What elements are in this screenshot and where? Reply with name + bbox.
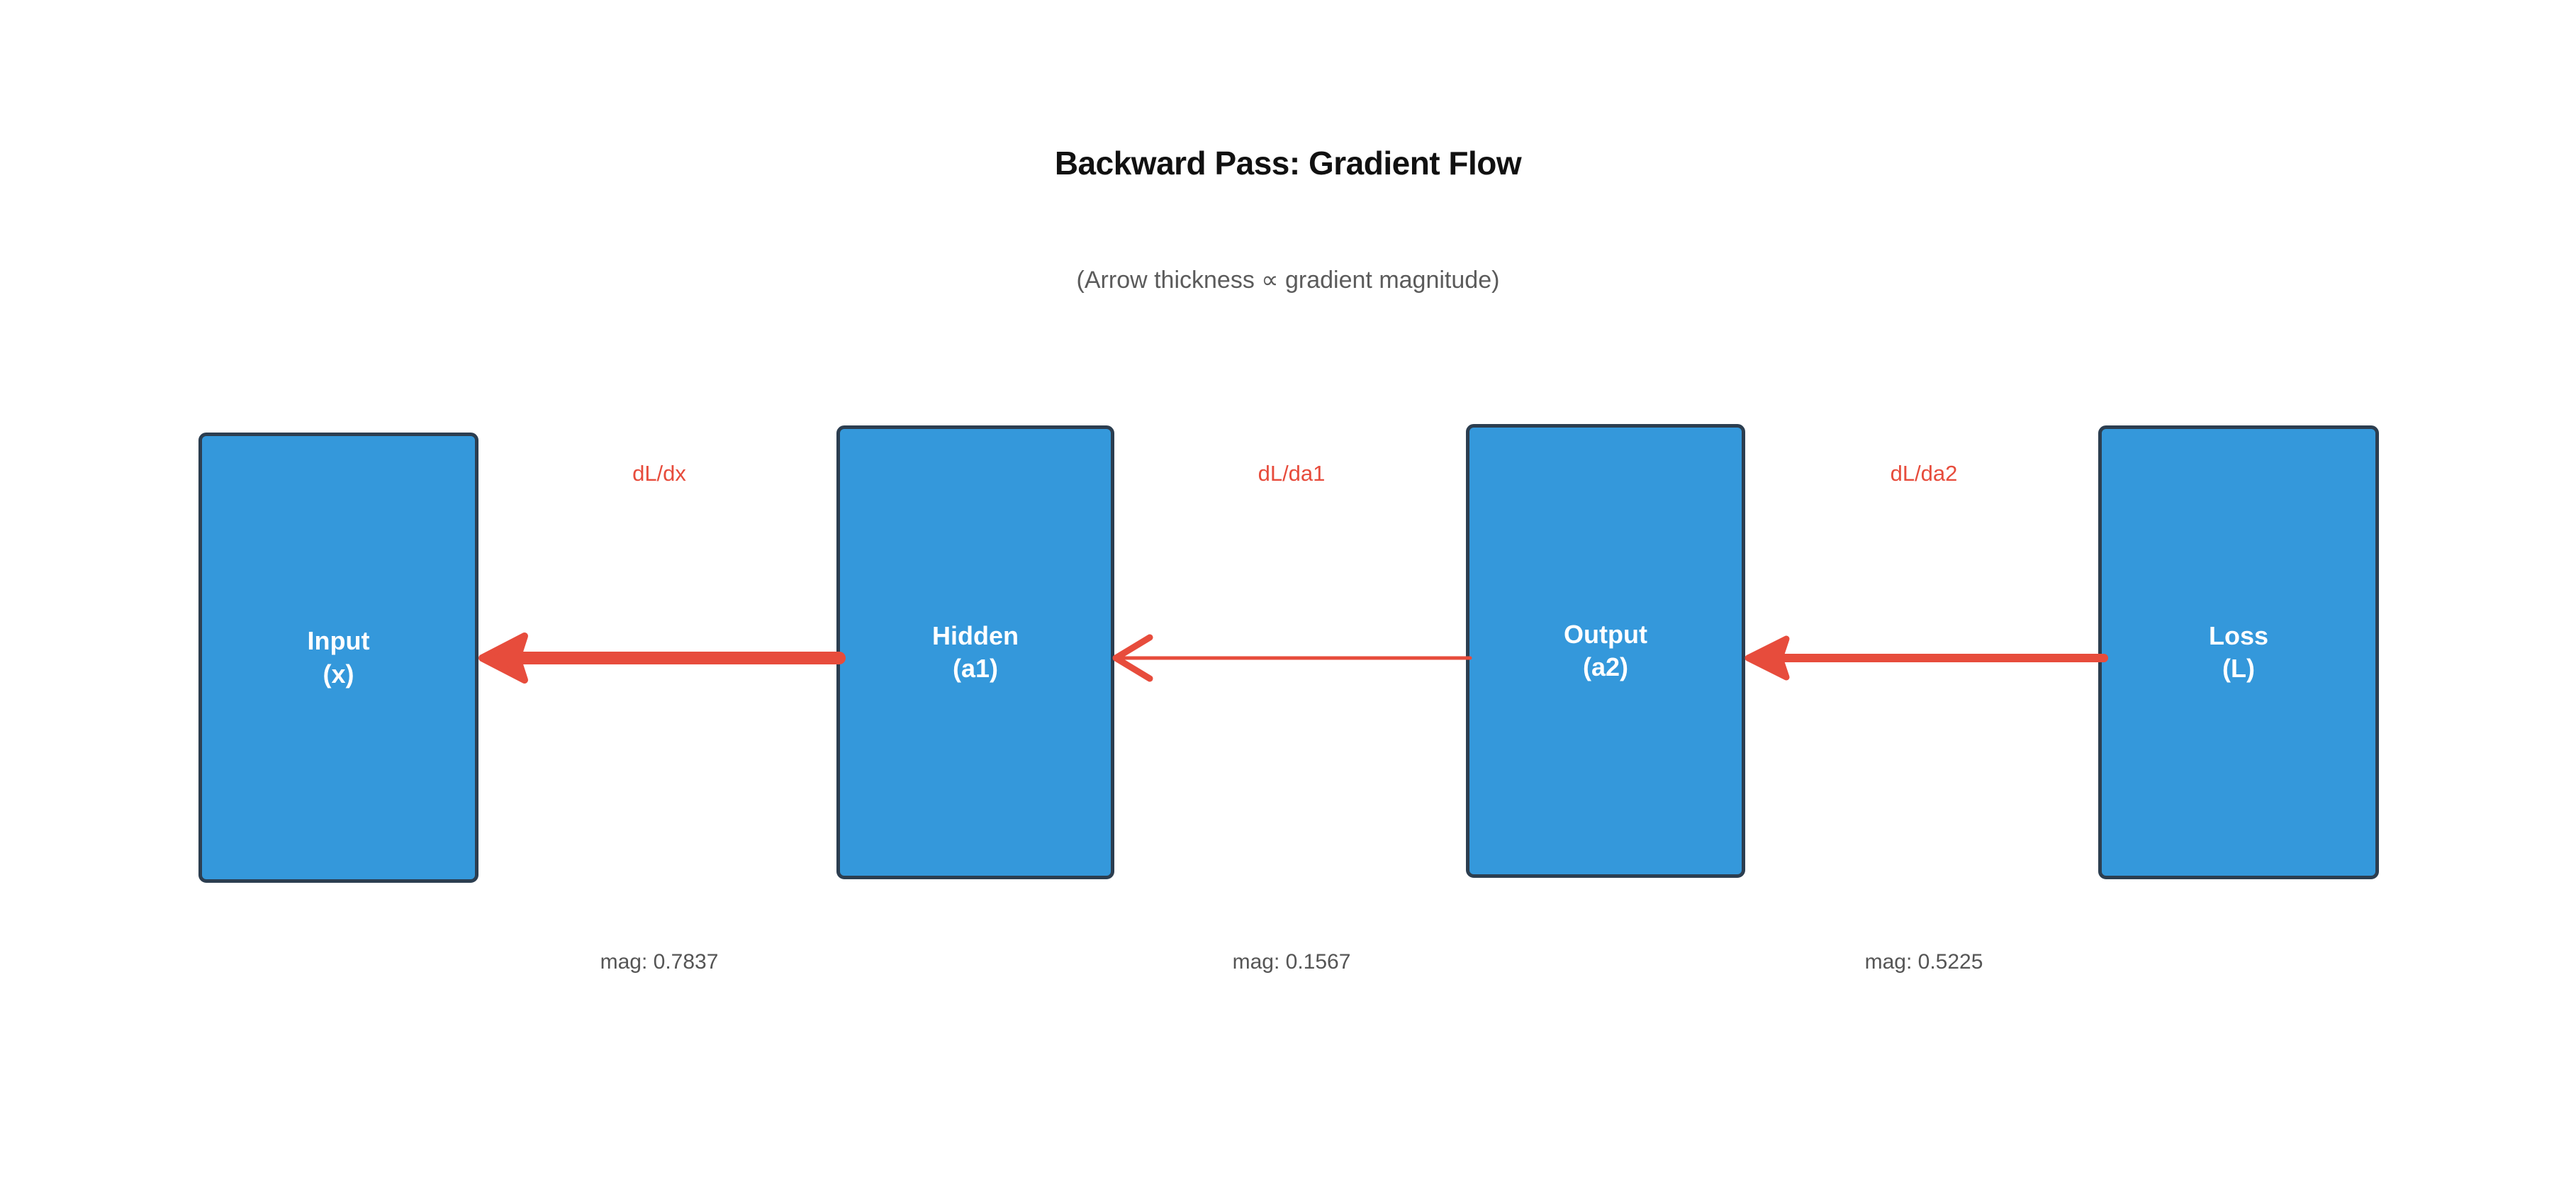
arrowhead-dl-dx xyxy=(478,632,528,684)
edge-label-dl-dx: dL/dx xyxy=(632,461,686,486)
node-output-label-secondary: (a2) xyxy=(1582,652,1629,681)
arrowhead-dl-da1 xyxy=(1112,634,1153,682)
node-output[interactable]: Output (a2) xyxy=(1466,424,1745,878)
figure-subtitle: (Arrow thickness ∝ gradient magnitude) xyxy=(1076,267,1500,294)
magnitude-label-dl-da1: mag: 0.1567 xyxy=(1232,950,1351,974)
node-hidden-label-primary: Hidden xyxy=(932,620,1019,650)
node-loss-label-primary: Loss xyxy=(2208,620,2269,650)
node-hidden[interactable]: Hidden (a1) xyxy=(836,425,1114,879)
node-input-label-primary: Input xyxy=(307,626,370,656)
magnitude-label-dl-dx: mag: 0.7837 xyxy=(600,950,719,974)
magnitude-label-dl-da2: mag: 0.5225 xyxy=(1864,950,1983,974)
arrowhead-dl-da2 xyxy=(1745,635,1790,681)
gradient-arrow-dl-dx xyxy=(476,615,846,701)
edge-label-dl-da2: dL/da2 xyxy=(1890,461,1958,486)
node-output-label-primary: Output xyxy=(1564,619,1647,649)
node-loss[interactable]: Loss (L) xyxy=(2098,425,2379,879)
edge-label-dl-da1: dL/da1 xyxy=(1258,461,1326,486)
node-hidden-label-secondary: (a1) xyxy=(952,654,999,683)
gradient-arrow-dl-da2 xyxy=(1742,615,2108,701)
node-input[interactable]: Input (x) xyxy=(198,433,478,883)
node-loss-label-secondary: (L) xyxy=(2222,654,2255,683)
gradient-arrow-dl-da1 xyxy=(1110,615,1472,701)
figure-title: Backward Pass: Gradient Flow xyxy=(1054,145,1522,182)
node-input-label-secondary: (x) xyxy=(323,659,354,689)
